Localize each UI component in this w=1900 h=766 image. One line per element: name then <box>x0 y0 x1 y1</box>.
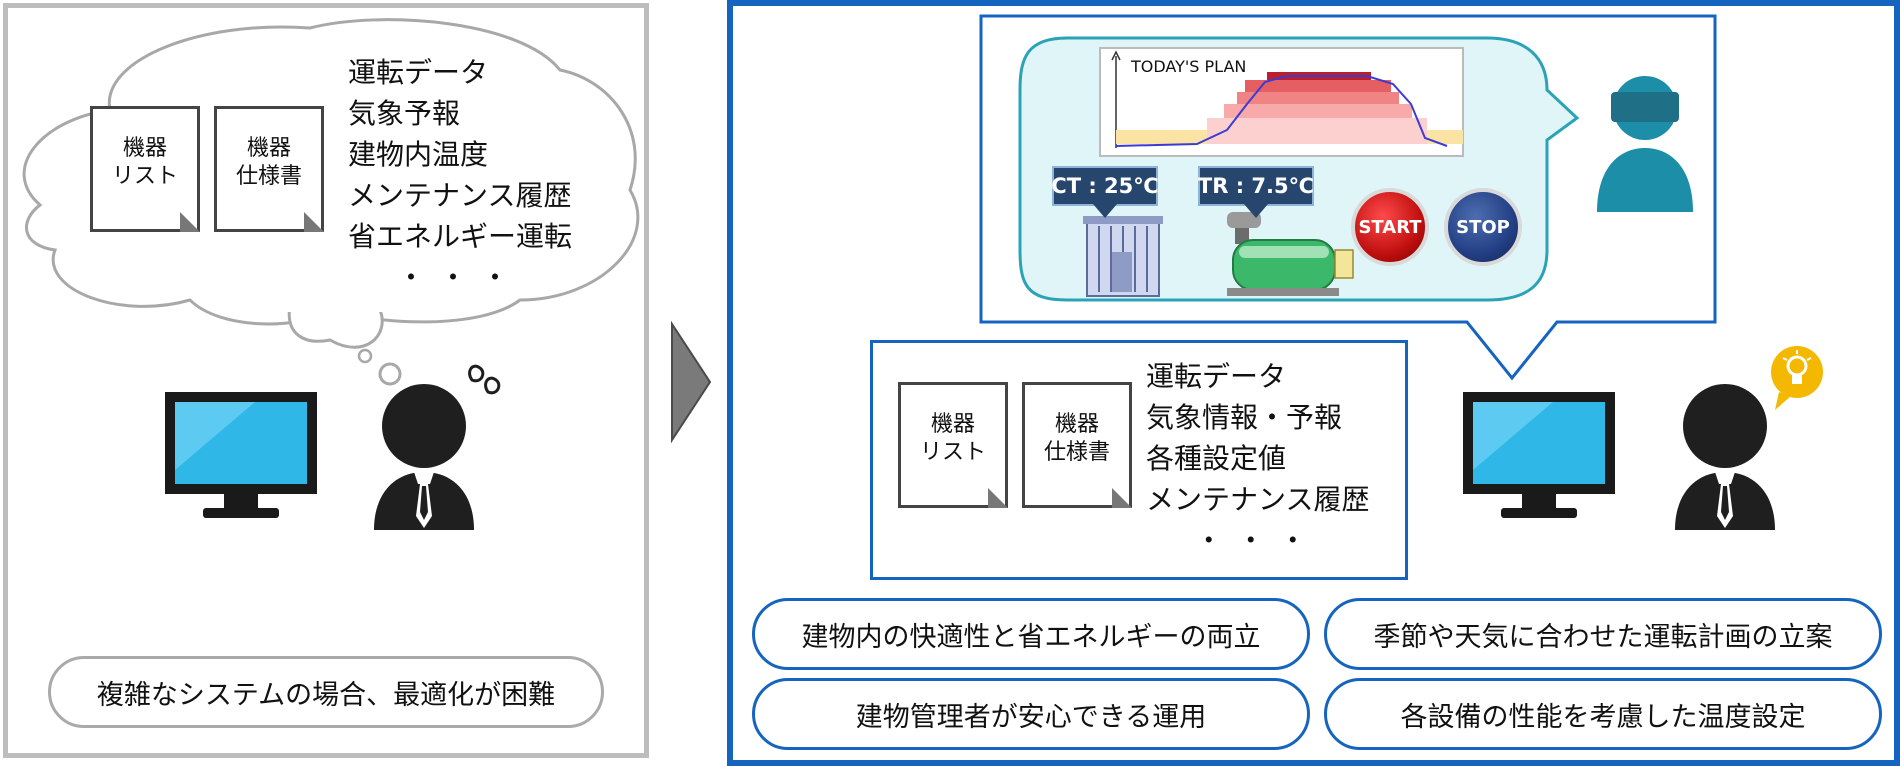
right-illustration: TODAY'S PLAN <box>979 14 1823 530</box>
list-ellipsis: ・・・ <box>397 261 524 294</box>
worried-person-icon <box>374 384 474 530</box>
equipment-list-label: 機器 リスト <box>919 412 986 465</box>
list-item: 運転データ <box>1146 360 1287 393</box>
page-fold-icon <box>1112 488 1132 508</box>
thought-dot-large <box>378 362 402 386</box>
tag-pointer <box>1093 204 1117 218</box>
benefit-comfort-energy: 建物内の快適性と省エネルギーの両立 <box>752 598 1310 670</box>
list-item: 建物内温度 <box>348 138 489 171</box>
thought-cloud <box>22 18 640 326</box>
transition-arrow-icon <box>671 320 712 444</box>
problem-text: 複雑なシステムの場合、最適化が困難 <box>96 679 556 711</box>
plan-step <box>1207 118 1427 144</box>
list-item: 気象予報 <box>348 97 461 130</box>
page-fold-icon <box>180 212 200 232</box>
lightbulb-idea-icon <box>1771 346 1823 410</box>
benefit-text: 建物内の快適性と省エネルギーの両立 <box>801 621 1261 653</box>
chiller-temp: TR : 7.5℃ <box>1197 174 1315 198</box>
benefit-seasonal-plan: 季節や天気に合わせた運転計画の立案 <box>1324 598 1882 670</box>
right-data-list: 運転データ 気象情報・予報 各種設定値 メンテナンス履歴 ・・・ <box>1146 356 1369 561</box>
list-item: 各種設定値 <box>1146 442 1287 475</box>
thought-dot-small <box>357 348 373 364</box>
cooling-tower-temp: CT : 25℃ <box>1051 174 1159 198</box>
list-item: 運転データ <box>348 56 489 89</box>
page-fold-icon <box>304 212 324 232</box>
equipment-list-doc: 機器 リスト <box>898 382 1008 508</box>
plan-step <box>1245 80 1391 92</box>
tag-pointer <box>1244 204 1268 218</box>
list-item: 気象情報・予報 <box>1146 401 1343 434</box>
equipment-list-doc: 機器 リスト <box>90 106 200 232</box>
right-panel <box>727 0 1900 766</box>
list-item: 省エネルギー運転 <box>348 220 573 253</box>
benefit-reliable-operation: 建物管理者が安心できる運用 <box>752 678 1310 750</box>
problem-statement: 複雑なシステムの場合、最適化が困難 <box>48 656 604 728</box>
stop-label: STOP <box>1456 216 1510 238</box>
person-icon <box>1675 384 1775 530</box>
chiller-icon <box>1227 212 1354 296</box>
benefit-text: 建物管理者が安心できる運用 <box>855 701 1207 733</box>
start-button[interactable]: START <box>1351 188 1429 266</box>
page-fold-icon <box>988 488 1008 508</box>
sweat-drops-icon <box>468 364 501 395</box>
operator-icon <box>1597 76 1693 212</box>
equipment-list-label: 機器 リスト <box>111 136 178 189</box>
monitor-icon <box>165 392 317 518</box>
left-illustration <box>22 18 640 530</box>
plan-step <box>1237 92 1399 104</box>
left-data-list: 運転データ 気象予報 建物内温度 メンテナンス履歴 省エネルギー運転 ・・・ <box>348 52 572 298</box>
chiller-temp-tag: TR : 7.5℃ <box>1197 166 1315 218</box>
equipment-spec-label: 機器 仕様書 <box>1043 412 1110 465</box>
benefit-temp-setting: 各設備の性能を考慮した温度設定 <box>1324 678 1882 750</box>
list-ellipsis: ・・・ <box>1194 524 1321 557</box>
benefit-text: 各設備の性能を考慮した温度設定 <box>1400 701 1806 733</box>
plan-chart-title: TODAY'S PLAN <box>1130 57 1246 76</box>
plan-step <box>1224 104 1412 118</box>
equipment-spec-doc: 機器 仕様書 <box>1022 382 1132 508</box>
equipment-spec-label: 機器 仕様書 <box>235 136 302 189</box>
cooling-tower-temp-tag: CT : 25℃ <box>1051 166 1159 218</box>
list-item: メンテナンス履歴 <box>348 179 572 212</box>
equipment-spec-doc: 機器 仕様書 <box>214 106 324 232</box>
list-item: メンテナンス履歴 <box>1146 483 1370 516</box>
cooling-tower-icon <box>1083 216 1163 297</box>
benefit-text: 季節や天気に合わせた運転計画の立案 <box>1373 621 1833 653</box>
monitor-icon <box>1463 392 1615 518</box>
plan-curve <box>1115 75 1448 147</box>
start-label: START <box>1358 216 1422 238</box>
stop-button[interactable]: STOP <box>1444 188 1522 266</box>
